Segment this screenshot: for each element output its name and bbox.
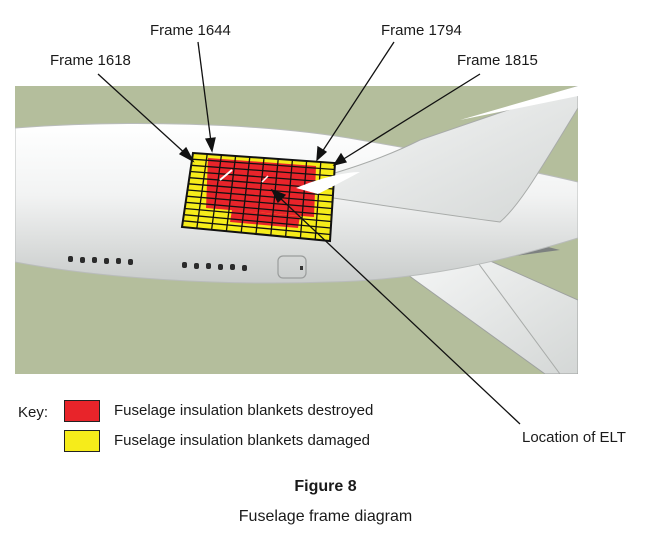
grid-stringer-line	[184, 207, 332, 223]
arrowhead-elt	[270, 188, 287, 204]
grid-stringer-line	[192, 158, 335, 171]
wing-body-fairing	[296, 172, 360, 194]
callout-frame-1644: Frame 1644	[150, 22, 231, 39]
key-label-destroyed: Fuselage insulation blankets destroyed	[114, 402, 374, 419]
grid-stringer-line	[188, 183, 333, 197]
grid-stringer-line	[187, 189, 333, 203]
arrowhead-frame-1644	[205, 137, 216, 153]
arrowhead-frame-1794	[316, 145, 328, 162]
cabin-windows	[68, 256, 247, 271]
arrowhead-frame-1618	[178, 146, 195, 163]
arrowhead-frame-1815	[332, 152, 348, 167]
grid-outline	[180, 151, 337, 243]
grid-stringer-line	[186, 195, 333, 210]
figure-caption: Fuselage frame diagram	[238, 508, 413, 525]
fuselage-door	[277, 255, 307, 279]
key-label-damaged: Fuselage insulation blankets damaged	[114, 432, 371, 449]
destroyed-highlight	[219, 169, 233, 181]
callout-elt-location: Location of ELT	[522, 429, 626, 446]
leader-frame-1794	[321, 41, 395, 153]
key-swatch-destroyed	[64, 400, 100, 422]
door-handle	[300, 266, 303, 270]
insulation-grid	[180, 151, 337, 243]
grid-stringer-line	[183, 214, 331, 229]
upper-wing	[298, 86, 578, 223]
key-heading: Key:	[18, 404, 49, 421]
callout-frame-1815: Frame 1815	[457, 52, 538, 69]
grid-stringer-line	[185, 201, 332, 216]
grid-stringer-line	[191, 164, 335, 177]
destroyed-highlight-2	[261, 175, 269, 183]
grid-stringer-line	[182, 220, 331, 236]
callout-frame-1794: Frame 1794	[381, 22, 462, 39]
leader-frame-1644	[197, 41, 212, 143]
figure-number: Figure 8	[294, 478, 357, 495]
leader-frame-1618	[97, 73, 189, 157]
callout-leaders	[97, 41, 521, 425]
callout-frame-1618: Frame 1618	[50, 52, 131, 69]
leader-frame-1815	[341, 73, 481, 161]
upper-wing-highlight	[460, 86, 578, 120]
lower-wing-edge	[469, 251, 561, 374]
grid-stringer-line	[190, 170, 334, 184]
leader-elt	[279, 197, 521, 425]
key-swatch-damaged	[64, 430, 100, 452]
